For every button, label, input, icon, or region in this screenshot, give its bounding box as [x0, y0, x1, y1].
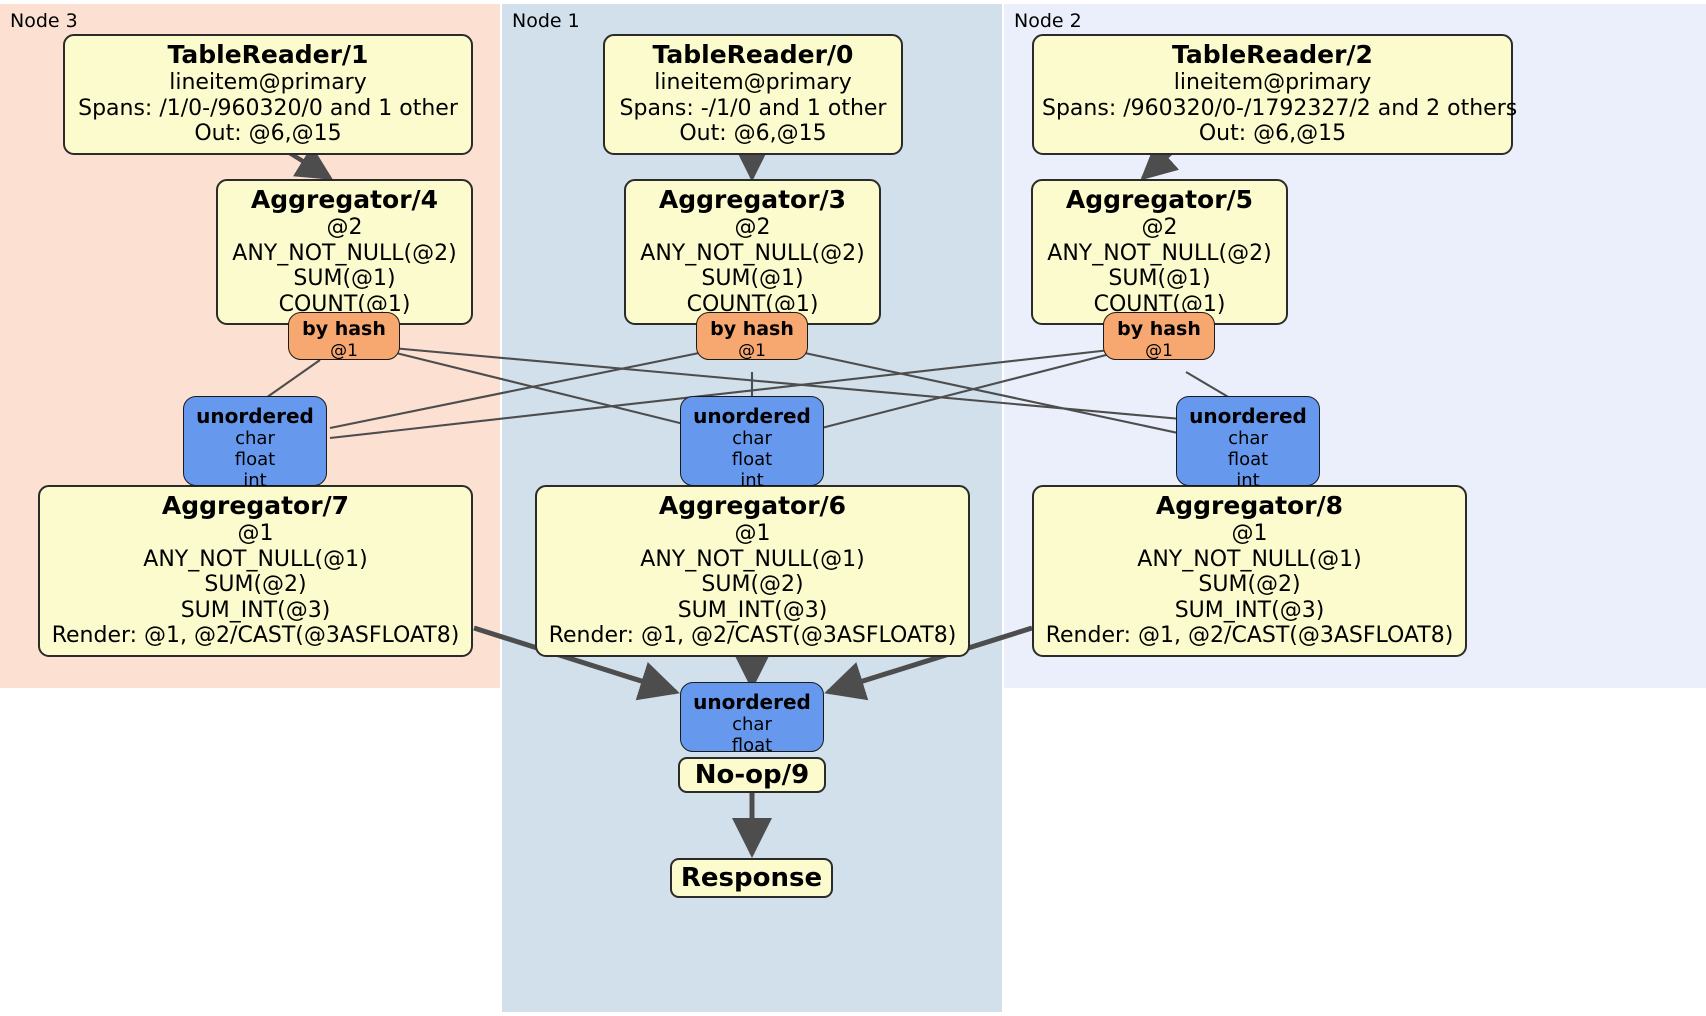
router-title: by hash — [710, 318, 794, 340]
router-type: float — [234, 449, 276, 470]
processor-aggregator-6[interactable]: Aggregator/6 @1 ANY_NOT_NULL(@1) SUM(@2)… — [535, 485, 970, 657]
processor-aggregator-5[interactable]: Aggregator/5 @2 ANY_NOT_NULL(@2) SUM(@1)… — [1031, 179, 1288, 325]
processor-title: Aggregator/7 — [161, 491, 350, 520]
processor-line: Out: @6,@15 — [194, 121, 342, 146]
router-title: unordered — [693, 690, 811, 714]
processor-line: @2 — [326, 215, 363, 240]
router-column: @1 — [1145, 341, 1173, 361]
region-label-node-1: Node 1 — [512, 10, 580, 32]
router-title: unordered — [196, 404, 314, 428]
processor-response[interactable]: Response — [670, 858, 833, 898]
processor-line: Render: @1, @2/CAST(@3ASFLOAT8) — [51, 623, 460, 648]
processor-line: SUM(@1) — [293, 266, 396, 291]
processor-line: lineitem@primary — [654, 70, 852, 95]
processor-line: Render: @1, @2/CAST(@3ASFLOAT8) — [548, 623, 957, 648]
processor-line: ANY_NOT_NULL(@2) — [640, 240, 865, 266]
processor-line: SUM(@2) — [701, 572, 804, 597]
processor-line: Spans: /960320/0-/1792327/2 and 2 others — [1042, 95, 1518, 121]
processor-line: ANY_NOT_NULL(@2) — [232, 240, 457, 266]
router-column: @1 — [738, 341, 766, 361]
processor-line: SUM(@1) — [701, 266, 804, 291]
router-type: char — [732, 428, 772, 449]
processor-title: No-op/9 — [694, 760, 810, 790]
processor-line: @2 — [734, 215, 771, 240]
router-type: char — [235, 428, 275, 449]
processor-no-op-9[interactable]: No-op/9 — [678, 757, 826, 793]
processor-aggregator-3[interactable]: Aggregator/3 @2 ANY_NOT_NULL(@2) SUM(@1)… — [624, 179, 881, 325]
router-unordered-final[interactable]: unordered char float — [680, 682, 824, 756]
processor-aggregator-4[interactable]: Aggregator/4 @2 ANY_NOT_NULL(@2) SUM(@1)… — [216, 179, 473, 325]
processor-line: Render: @1, @2/CAST(@3ASFLOAT8) — [1045, 623, 1454, 648]
processor-title: Aggregator/5 — [1065, 185, 1254, 214]
processor-line: SUM_INT(@3) — [1174, 597, 1325, 623]
processor-aggregator-8[interactable]: Aggregator/8 @1 ANY_NOT_NULL(@1) SUM(@2)… — [1032, 485, 1467, 657]
router-type: int — [1236, 470, 1260, 491]
processor-line: ANY_NOT_NULL(@1) — [640, 546, 865, 572]
processor-line: ANY_NOT_NULL(@2) — [1047, 240, 1272, 266]
processor-line: Spans: /1/0-/960320/0 and 1 other — [78, 95, 458, 121]
processor-line: ANY_NOT_NULL(@1) — [1137, 546, 1362, 572]
router-type: char — [1228, 428, 1268, 449]
processor-line: lineitem@primary — [169, 70, 367, 95]
processor-line: SUM_INT(@3) — [180, 597, 331, 623]
router-by-hash-left[interactable]: by hash @1 — [288, 312, 400, 361]
processor-line: Out: @6,@15 — [1198, 121, 1347, 146]
processor-line: @1 — [1231, 521, 1268, 546]
processor-line: SUM(@1) — [1108, 266, 1211, 291]
processor-line: SUM(@2) — [1198, 572, 1301, 597]
router-by-hash-center[interactable]: by hash @1 — [696, 312, 808, 361]
region-label-node-3: Node 3 — [10, 10, 78, 32]
processor-line: Out: @6,@15 — [679, 121, 827, 146]
processor-table-reader-2[interactable]: TableReader/2 lineitem@primary Spans: /9… — [1032, 34, 1518, 155]
router-column: @1 — [330, 341, 358, 361]
processor-table-reader-1[interactable]: TableReader/1 lineitem@primary Spans: /1… — [63, 34, 473, 155]
router-type: int — [243, 470, 267, 491]
router-type: float — [1227, 449, 1269, 470]
processor-title: Aggregator/8 — [1155, 491, 1344, 520]
router-type: float — [731, 449, 773, 470]
processor-table-reader-0[interactable]: TableReader/0 lineitem@primary Spans: -/… — [603, 34, 903, 155]
processor-title: TableReader/2 — [1172, 40, 1373, 69]
router-unordered-left[interactable]: unordered char float int — [183, 396, 327, 491]
processor-title: TableReader/1 — [167, 40, 369, 69]
router-title: unordered — [1189, 404, 1307, 428]
router-unordered-center[interactable]: unordered char float int — [680, 396, 824, 491]
router-type: float — [731, 735, 773, 756]
processor-line: SUM(@2) — [204, 572, 307, 597]
processor-line: SUM_INT(@3) — [677, 597, 828, 623]
processor-line: ANY_NOT_NULL(@1) — [143, 546, 368, 572]
processor-line: @2 — [1141, 215, 1178, 240]
region-label-node-2: Node 2 — [1014, 10, 1082, 32]
router-type: int — [740, 470, 764, 491]
processor-title: Aggregator/3 — [658, 185, 847, 214]
router-title: by hash — [302, 318, 386, 340]
router-title: unordered — [693, 404, 811, 428]
router-type: char — [732, 714, 772, 735]
router-title: by hash — [1117, 318, 1201, 340]
router-by-hash-right[interactable]: by hash @1 — [1103, 312, 1215, 361]
processor-line: @1 — [734, 521, 771, 546]
processor-line: lineitem@primary — [1173, 70, 1372, 95]
processor-title: Aggregator/4 — [250, 185, 439, 214]
processor-aggregator-7[interactable]: Aggregator/7 @1 ANY_NOT_NULL(@1) SUM(@2)… — [38, 485, 473, 657]
processor-line: Spans: -/1/0 and 1 other — [619, 95, 887, 121]
processor-title: Aggregator/6 — [658, 491, 847, 520]
processor-title: Response — [680, 863, 823, 893]
processor-title: TableReader/0 — [652, 40, 854, 69]
processor-line: @1 — [237, 521, 274, 546]
router-unordered-right[interactable]: unordered char float int — [1176, 396, 1320, 491]
